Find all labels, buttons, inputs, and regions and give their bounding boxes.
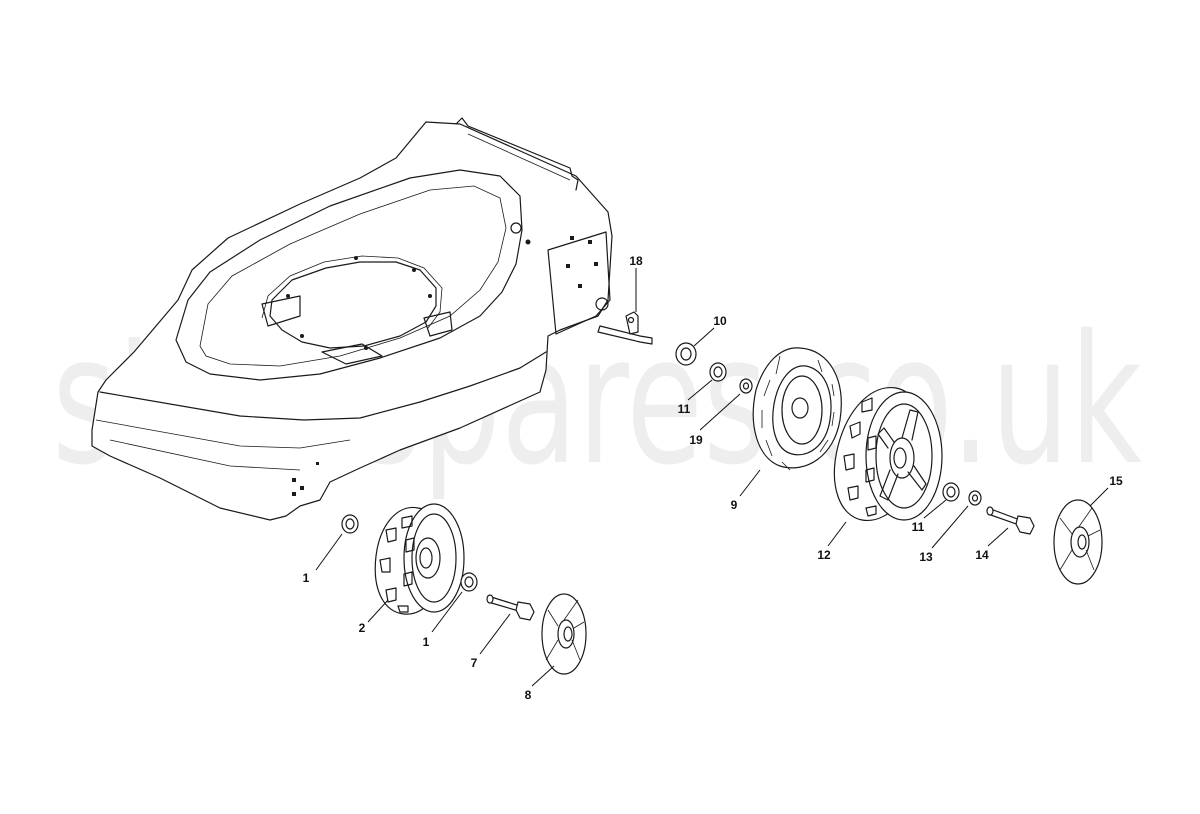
front-bearing-right [460,572,478,592]
callout-8: 8 [525,688,532,702]
rear-washer-inner [739,378,753,394]
callout-13: 13 [919,550,933,564]
front-bearing-left [341,514,359,534]
mower-deck [91,117,613,521]
callout-12: 12 [817,548,831,562]
front-wheel-bolt [486,594,535,621]
leader-lines [315,268,1109,687]
rear-washer-outer [968,490,982,506]
callout-19: 19 [689,433,703,447]
callout-labels: 1 2 1 7 8 18 10 11 19 9 12 11 13 14 15 [303,254,1123,702]
drive-gear-ring [752,347,842,471]
callout-11-rear-outer: 11 [912,520,925,534]
callout-18: 18 [629,254,643,268]
callout-14: 14 [975,548,989,562]
rear-spacer-washer [675,342,697,366]
rear-wheel-bolt [986,506,1035,535]
callout-1-front-left: 1 [303,571,310,585]
callout-1-front-right: 1 [423,635,430,649]
rear-bearing-outer [942,482,960,502]
rear-bearing-inner [709,362,727,382]
callout-11-rear-inner: 11 [678,402,691,416]
rear-wheel [833,387,943,521]
callout-9: 9 [731,498,738,512]
callout-10: 10 [713,314,727,328]
callout-2: 2 [359,621,366,635]
rear-hubcap [1053,499,1103,585]
callout-15: 15 [1109,474,1123,488]
rear-axle-rod [597,311,653,345]
front-hubcap [541,593,587,675]
front-wheel [374,503,465,615]
callout-7: 7 [471,656,478,670]
